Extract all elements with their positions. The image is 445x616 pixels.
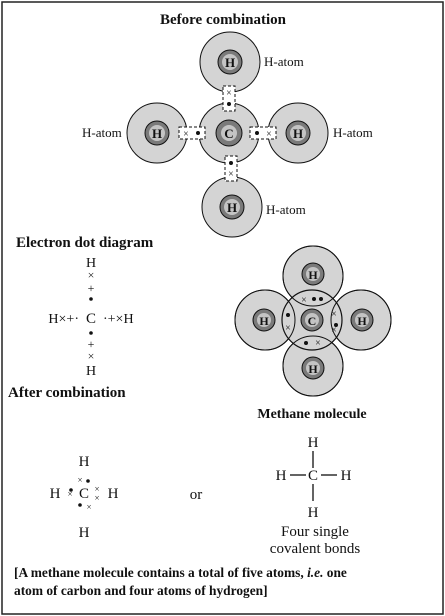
svg-text:×: ×	[315, 338, 321, 349]
methane-molecule-model: H H C H H × × × × ×	[234, 245, 392, 397]
struct-top-h: H	[308, 435, 319, 451]
svg-text:×: ×	[86, 502, 91, 512]
svg-text:×: ×	[285, 323, 291, 334]
dot-bottom-plus: +	[88, 337, 95, 351]
dot-bottom-h: H	[86, 364, 96, 379]
carbon-atom: C	[198, 102, 260, 164]
dot-top-cross: ×	[88, 268, 95, 282]
compact-right-h: H	[108, 486, 119, 502]
svg-text:×: ×	[331, 309, 337, 320]
compact-top-h: H	[79, 454, 90, 470]
methane-h-top: H	[308, 268, 318, 282]
atom-symbol: C	[224, 126, 233, 141]
hydrogen-atom-right: H	[267, 102, 329, 164]
atom-symbol: H	[293, 126, 303, 141]
hydrogen-atom-bottom: H	[201, 176, 263, 238]
label-h-atom-top: H-atom	[264, 54, 304, 69]
methane-h-left: H	[259, 314, 269, 328]
shared-electron-pair-right: ×	[249, 126, 277, 140]
title-electron-dot-diagram: Electron dot diagram	[16, 235, 154, 251]
svg-text:×: ×	[77, 475, 82, 485]
methane-h-right: H	[357, 314, 367, 328]
shared-electron-pair-top: ×	[222, 85, 236, 112]
methane-c-center: C	[308, 314, 317, 328]
footer-line-1-a: [A methane molecule contains a total of …	[14, 565, 307, 580]
svg-text:×: ×	[67, 489, 72, 499]
struct-left-h: H	[276, 468, 287, 484]
label-h-atom-bottom: H-atom	[266, 202, 306, 217]
footer-line-2: atom of carbon and four atoms of hydroge…	[14, 583, 268, 598]
svg-text:×: ×	[183, 129, 189, 140]
struct-center-c: C	[308, 468, 318, 484]
compact-left-h: H	[50, 486, 61, 502]
svg-text:×: ×	[301, 295, 307, 306]
dot-bottom-electron	[89, 331, 93, 335]
dot-top-h: H	[86, 256, 96, 271]
electron-dot-formula: H × + H×+· C ·+×H + × H	[48, 256, 133, 379]
svg-text:×: ×	[228, 169, 234, 180]
svg-text:×: ×	[94, 493, 99, 503]
label-h-atom-right: H-atom	[333, 125, 373, 140]
struct-bottom-h: H	[308, 505, 319, 521]
hydrogen-atom-left: H	[126, 102, 188, 164]
dot-top-electron	[89, 297, 93, 301]
footer-line-1-b: one	[323, 565, 346, 580]
dot-right-row: ·+×H	[103, 312, 134, 327]
atom-symbol: H	[152, 126, 162, 141]
dot-bottom-cross: ×	[88, 349, 95, 363]
methane-h-bottom: H	[308, 362, 318, 376]
dot-left-row: H×+·	[48, 312, 79, 327]
shared-electron-pair-left: ×	[178, 126, 206, 140]
atom-symbol: H	[225, 55, 235, 70]
svg-text:×: ×	[94, 484, 99, 494]
compact-bottom-h: H	[79, 525, 90, 541]
svg-text:×: ×	[266, 129, 272, 140]
label-methane-molecule: Methane molecule	[257, 407, 366, 422]
struct-right-h: H	[341, 468, 352, 484]
structural-formula: H H C H H	[276, 435, 352, 521]
compact-center-c: C	[79, 486, 89, 502]
caption-four-single: Four single	[281, 524, 349, 540]
title-after-combination: After combination	[8, 385, 126, 401]
label-h-atom-left: H-atom	[82, 125, 122, 140]
shared-electron-pair-bottom: ×	[224, 155, 238, 182]
compact-dot-formula: H × H × C × × H × H	[50, 454, 119, 541]
caption-covalent-bonds: covalent bonds	[270, 541, 361, 557]
title-before-combination: Before combination	[160, 12, 287, 28]
or-label: or	[190, 487, 203, 503]
dot-top-plus: +	[88, 281, 95, 295]
hydrogen-atom-top: H	[199, 31, 261, 93]
footer-line-1: [A methane molecule contains a total of …	[14, 565, 347, 580]
svg-text:×: ×	[331, 325, 337, 336]
dot-center-c: C	[86, 311, 96, 327]
svg-text:×: ×	[226, 88, 232, 99]
atom-symbol: H	[227, 200, 237, 215]
footer-line-1-ie: i.e.	[307, 565, 323, 580]
